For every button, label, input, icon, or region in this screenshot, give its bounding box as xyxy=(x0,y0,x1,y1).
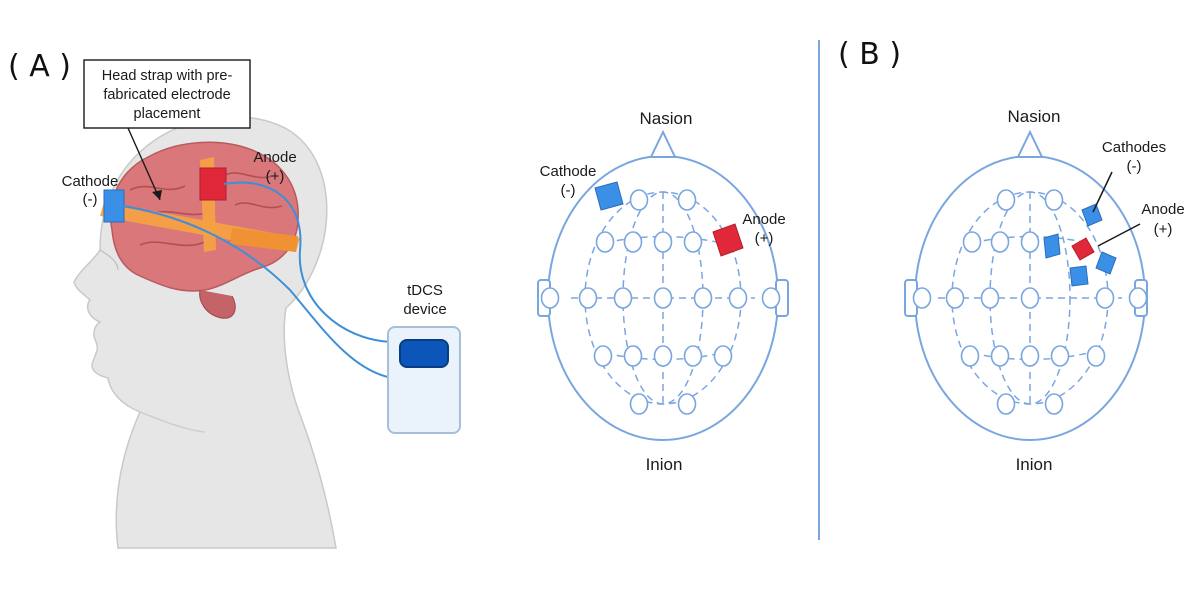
anode-pad xyxy=(1071,237,1095,261)
cathode-sign: (-) xyxy=(83,191,98,208)
electrode-sites xyxy=(912,189,1148,415)
callout-arrowhead xyxy=(152,190,162,200)
callout-line-2: fabricated electrode xyxy=(103,87,230,103)
anode-sign: (+) xyxy=(266,168,285,185)
anode-label: Anode xyxy=(253,149,296,166)
panel-b-anode-sign: (+) xyxy=(1154,221,1173,238)
cathode-pad-1 xyxy=(1081,203,1103,227)
cathode-wire xyxy=(121,205,393,379)
cathode-pad-2 xyxy=(1043,233,1061,259)
nose-marker xyxy=(649,129,677,158)
tdcs-device: tDCS device xyxy=(387,282,461,434)
montage-b xyxy=(904,129,1148,441)
cathode-pad xyxy=(594,181,624,211)
montage-b-top: Nasion xyxy=(1008,107,1061,126)
jaw-line xyxy=(139,411,206,433)
nose-marker xyxy=(1016,129,1044,158)
montage-b-bottom: Inion xyxy=(1016,455,1053,474)
anode-electrode xyxy=(199,167,227,201)
cathodes-pointer xyxy=(1092,171,1113,213)
cathode-label: Cathode xyxy=(62,173,119,190)
montage-a xyxy=(537,129,789,441)
anode-wire xyxy=(223,181,393,343)
callout-pointer xyxy=(127,127,161,201)
panel-b-anode-label: Anode xyxy=(1141,201,1184,218)
montage-a-cathode-sign: (-) xyxy=(561,182,576,199)
panel-b-label: ( B ) xyxy=(838,37,901,72)
panel-a-label: ( A ) xyxy=(8,49,71,84)
cathodes-label: Cathodes xyxy=(1102,139,1166,156)
cathodes-sign: (-) xyxy=(1127,158,1142,175)
cathode-pad-4 xyxy=(1069,265,1089,287)
callout-box xyxy=(83,59,251,129)
montage-a-top: Nasion xyxy=(640,109,693,128)
anode-pad xyxy=(712,223,744,257)
panel-b: ( B ) xyxy=(838,37,1185,474)
anode-pointer xyxy=(1097,223,1141,247)
callout-line-3: placement xyxy=(134,106,201,122)
device-label-1: tDCS xyxy=(407,282,443,299)
montage-a-bottom: Inion xyxy=(646,455,683,474)
panel-a: ( A ) Head strap with pre- fabricated el… xyxy=(8,49,461,549)
brow-line xyxy=(99,249,119,271)
montage-a-cathode-label: Cathode xyxy=(540,163,597,180)
cathode-electrode xyxy=(103,189,125,223)
cathode-pad-3 xyxy=(1095,251,1117,275)
device-label-2: device xyxy=(403,301,446,318)
callout-line-1: Head strap with pre- xyxy=(102,68,233,84)
montage-a-anode-label: Anode xyxy=(742,211,785,228)
device-screen xyxy=(399,339,449,368)
montage-a-anode-sign: (+) xyxy=(755,230,774,247)
